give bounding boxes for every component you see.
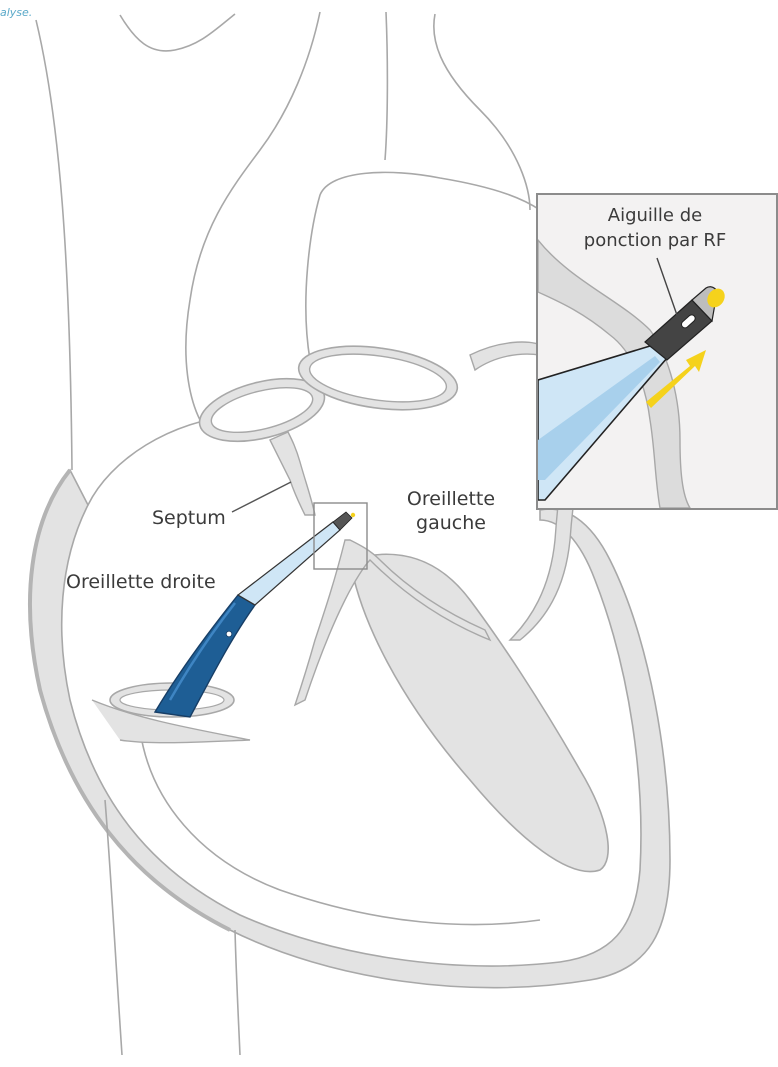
la-wall-strand <box>470 342 540 370</box>
ventricular-septum <box>350 554 608 871</box>
needle-tip-small <box>351 513 355 517</box>
atrial-septum <box>270 432 315 515</box>
rf-needle-label: Aiguille de ponction par RF <box>580 203 730 253</box>
catheter-port <box>226 631 232 637</box>
pulmonary-outline <box>186 12 320 420</box>
caption-fragment: alyse. <box>0 6 32 19</box>
left-atrium-label: Oreillette gauche <box>395 487 507 535</box>
catheter-dilator <box>238 522 340 605</box>
septum-leader <box>232 482 291 512</box>
svc-left-outline <box>36 20 72 470</box>
right-atrium-label: Oreillette droite <box>66 570 216 594</box>
rf-needle-label-line1: Aiguille de <box>580 203 730 228</box>
aorta-outline <box>120 14 235 51</box>
septum-label: Septum <box>152 506 226 530</box>
vessel-right-outline <box>385 12 387 160</box>
left-atrium-label-line2: gauche <box>395 511 507 535</box>
ivc-outline-right <box>235 930 240 1055</box>
pulmonary-valve-inner <box>307 347 450 410</box>
rf-needle-label-line2: ponction par RF <box>580 228 730 253</box>
vessel-right2-outline <box>434 14 530 210</box>
left-atrium-label-line1: Oreillette <box>395 487 507 511</box>
left-atrium-upper <box>306 172 540 360</box>
